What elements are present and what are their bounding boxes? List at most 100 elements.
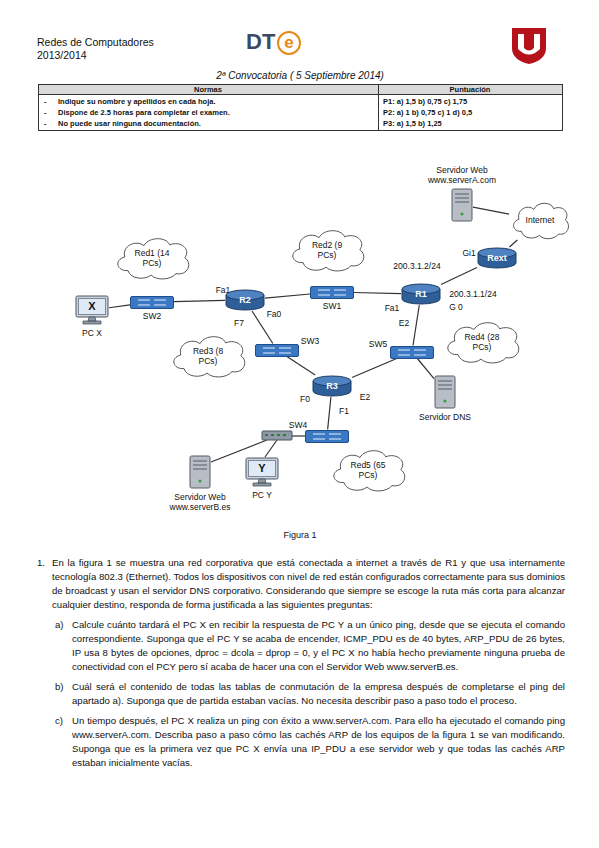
rules-table [39, 85, 563, 131]
network-link [417, 359, 434, 379]
switch-label: SW5 [369, 339, 387, 349]
switch-label: SW2 [143, 311, 161, 321]
switch-label: SW3 [301, 336, 319, 346]
interface-label: F7 [234, 318, 244, 328]
device-icon [305, 430, 349, 443]
network-link [473, 207, 509, 214]
hub-and-wires [211, 431, 305, 462]
network-link [441, 267, 477, 284]
server-label: Servidor Web www.serverB.es [154, 492, 246, 512]
question-text: Calcule cuánto tardará el PC X en recibi… [72, 618, 565, 674]
rule-text: Dispone de 2.5 horas para completar el e… [58, 108, 230, 118]
switch-arrows [138, 300, 166, 305]
lan-cloud: Red3 (8 PCs) [168, 333, 248, 378]
cloud-label: Red5 (65 PCs) [348, 460, 388, 480]
device-icon [189, 455, 211, 489]
switch-arrows [263, 348, 291, 353]
cloud-label: Red2 (9 PCs) [307, 240, 347, 260]
switch: SW4 [305, 430, 349, 443]
pc-label: PC X [82, 328, 102, 338]
router: Rext [477, 247, 517, 269]
device-icon [310, 286, 354, 299]
switch-body [131, 296, 174, 308]
screen [249, 461, 276, 477]
interface-label: Gi1 [462, 248, 475, 258]
question-text: Un tiempo después, el PC X realiza un pi… [72, 714, 565, 770]
course-year: 2013/2014 [37, 49, 87, 62]
switch-body [311, 286, 354, 298]
switch: SW3 [255, 344, 299, 357]
rule-text: No puede usar ninguna documentación. [58, 119, 201, 129]
switch-arrows [313, 434, 341, 439]
exam-title: 2ª Convocatoria ( 5 Septiembre 2014) [216, 70, 384, 82]
cloud-label: Internet [526, 215, 555, 225]
server-bays [193, 461, 207, 469]
network-link [413, 305, 419, 346]
pc-letter: Y [248, 460, 276, 477]
score-line: P2: a) 1 b) 0,75 c) 1 d) 0,5 [383, 108, 472, 118]
interface-label: F0 [300, 394, 310, 404]
lan-cloud: Red1 (14 PCs) [112, 235, 192, 280]
switch: SW2 [130, 296, 174, 309]
lan-cloud: Red2 (9 PCs) [287, 227, 367, 272]
item-letter: a) [55, 618, 64, 632]
switch-label: SW1 [323, 301, 341, 311]
bullet: - [44, 119, 47, 129]
logo-letter: e [277, 31, 301, 55]
router: R3 [312, 375, 352, 397]
router: R2 [225, 289, 265, 311]
network-link [265, 294, 310, 298]
ip-address: 200.3.1.2/24 [393, 261, 440, 271]
cloud-label: Red3 (8 PCs) [188, 346, 228, 366]
switch-body [306, 430, 349, 442]
table-heading: Normas [194, 85, 222, 95]
monitor-stand [83, 317, 101, 324]
switch: SW1 [310, 286, 354, 299]
server-tower [435, 376, 455, 408]
switch-label: SW4 [289, 420, 307, 430]
course-name: Redes de Computadores [37, 36, 154, 49]
network-link [287, 357, 315, 376]
logo-text: DT [246, 30, 275, 54]
question-text: Cuál será el contenido de todas las tabl… [72, 680, 565, 708]
network-link [328, 397, 331, 430]
ip-address: 200.3.1.1/24 [449, 289, 496, 299]
router: R1 [401, 283, 441, 305]
server-led [443, 399, 446, 402]
cloud-outline [174, 337, 245, 377]
device-icon [390, 346, 434, 359]
device-icon [451, 188, 473, 222]
table-heading: Puntuación [450, 85, 491, 95]
server-led [198, 479, 201, 482]
network-link [354, 292, 401, 293]
router-label: Rext [487, 253, 507, 264]
screen [79, 299, 106, 315]
university-logo [512, 28, 546, 64]
switch-arrows [318, 290, 346, 295]
monitor [246, 458, 278, 479]
network-link [109, 305, 130, 308]
item-letter: b) [55, 680, 64, 694]
cloud-outline [118, 239, 189, 279]
device-icon [130, 296, 174, 309]
table-header-band [39, 85, 563, 95]
pc-letter: X [78, 298, 106, 315]
switch-arrows [398, 350, 426, 355]
network-link [174, 300, 225, 301]
switch-body [391, 346, 434, 358]
question-number: 1. [37, 556, 45, 570]
monitor [76, 296, 108, 317]
server-bays [455, 194, 469, 202]
rule-text: Indique su nombre y apellidos en cada ho… [58, 97, 216, 107]
lan-cloud: Red4 (28 PCs) [442, 319, 522, 364]
server-label: Servidor Web www.serverA.com [416, 165, 508, 185]
monitor-stand [253, 479, 271, 486]
cloud-outline [334, 451, 405, 491]
cloud-label: Red4 (28 PCs) [462, 332, 502, 352]
bullet: - [44, 97, 47, 107]
pc: XPC X [75, 295, 109, 325]
router-label: R3 [326, 381, 338, 392]
internet-cloud: Internet [509, 200, 571, 240]
interface-label: Fa0 [267, 309, 282, 319]
